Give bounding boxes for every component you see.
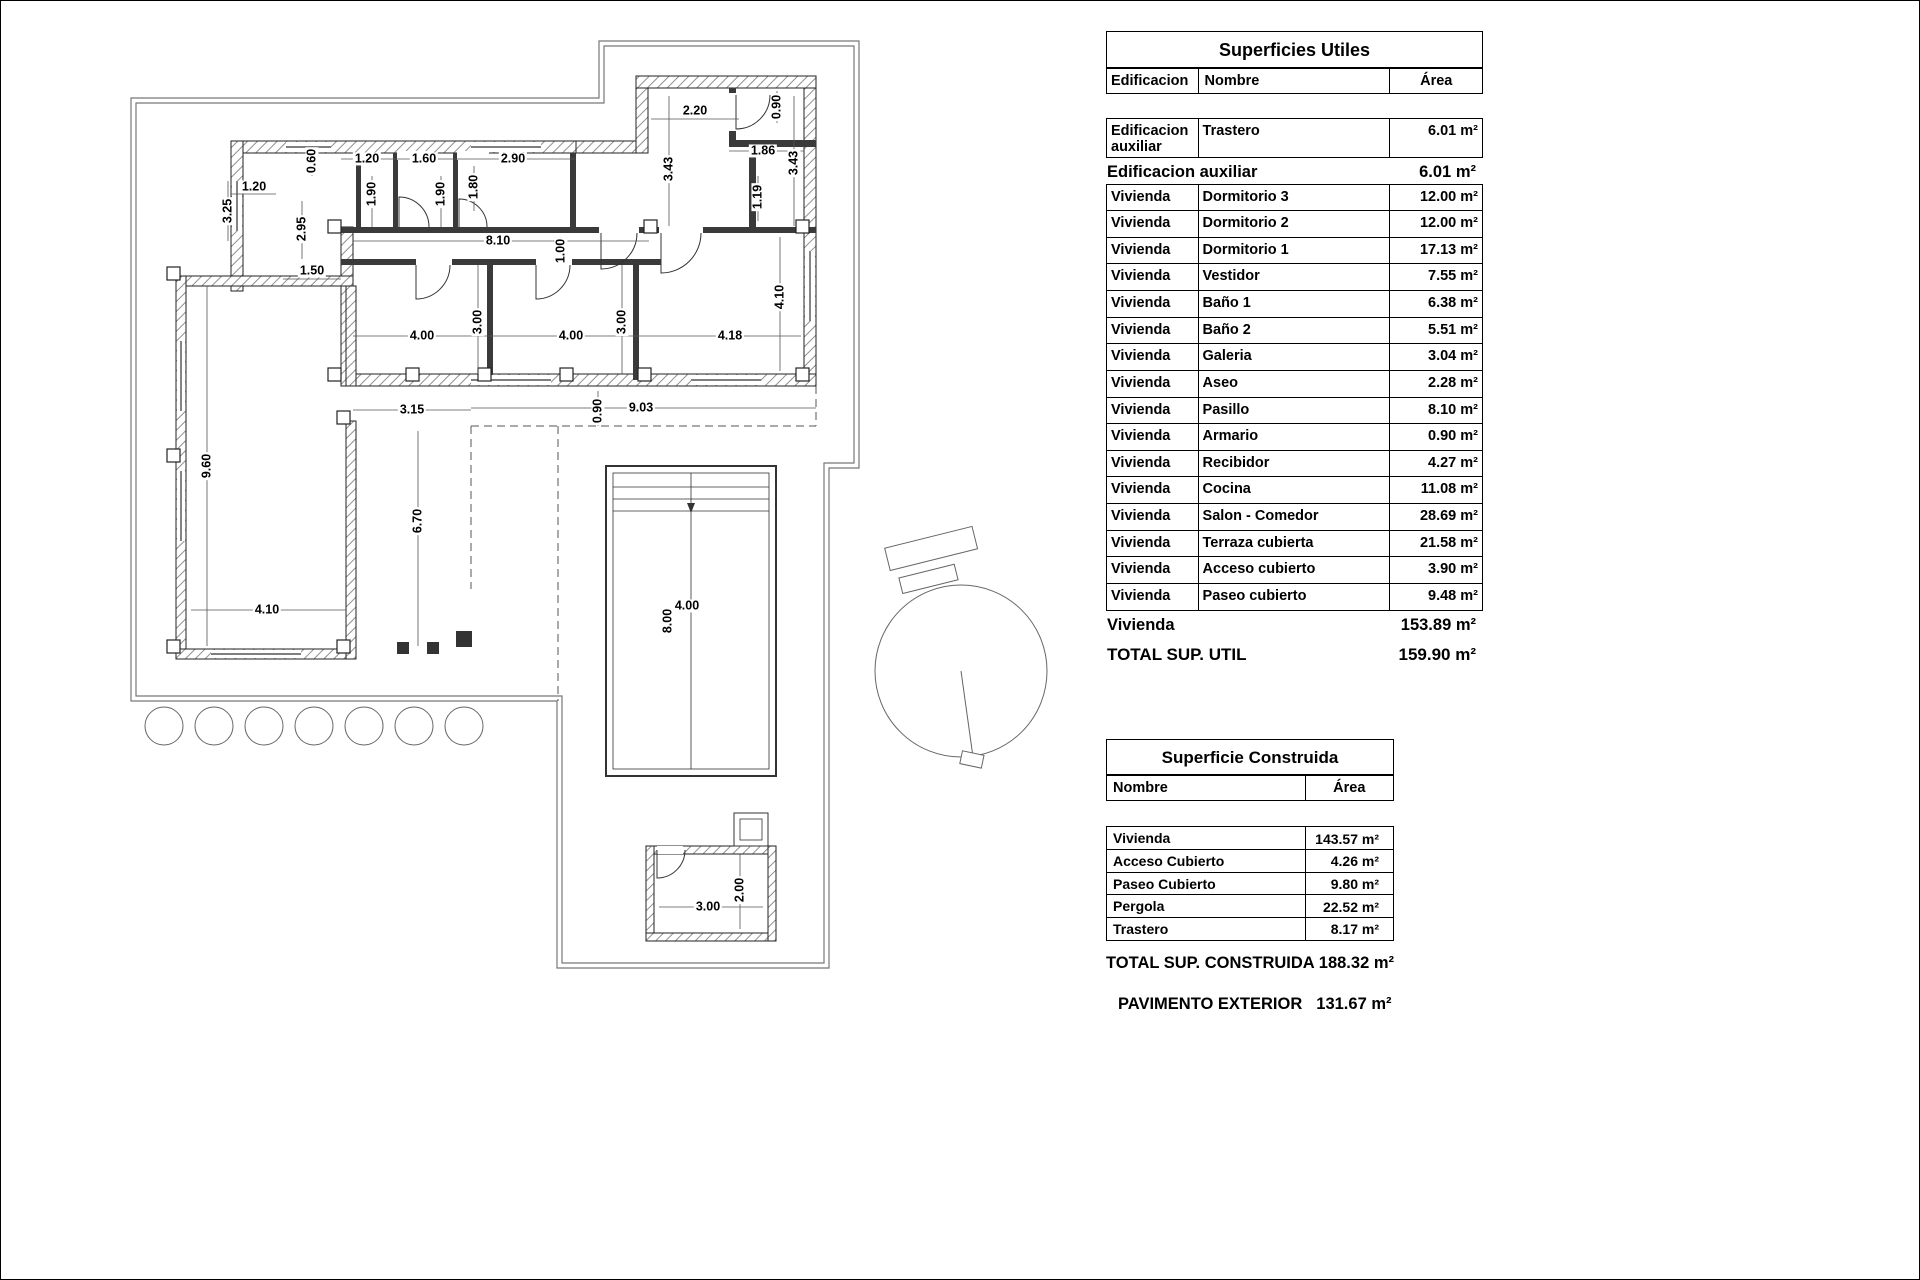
column-header-nombre: Nombre [1199,68,1391,94]
outbuilding [645,812,777,942]
columns [166,219,810,654]
column-header-area: Área [1333,780,1366,797]
dashed-lines [470,386,817,701]
column-header-area: Área [1420,73,1453,90]
floor-plan-drawing [130,40,1048,969]
superficies-utiles-table: Superficies Utiles Edificacion Nombre Ár… [1106,31,1483,668]
table-title-superficies-utiles: Superficies Utiles [1106,31,1483,69]
pool [605,465,777,777]
pavimento-exterior-label: PAVIMENTO EXTERIOR [1118,995,1303,1013]
table-gap [1106,94,1483,119]
windows [177,142,815,658]
pavimento-exterior-area: 131.67 m² [1316,995,1392,1013]
table-title-superficie-construida: Superficie Construida [1106,739,1394,776]
table-gap [1106,801,1394,827]
pavimento-exterior-row: PAVIMENTO EXTERIOR 131.67 m² [1118,995,1392,1014]
porch-pillars [397,631,472,654]
superficies-utiles-header-row: Edificacion Nombre Área [1106,67,1483,95]
total-construida-area: 188.32 m² [1318,953,1394,972]
superficie-construida-table: Superficie Construida Nombre Área Vivien… [1106,739,1394,973]
tree [874,525,1048,769]
doors [398,94,771,300]
total-construida-label: TOTAL SUP. CONSTRUIDA [1106,953,1315,972]
column-header-edificacion: Edificacion [1107,68,1199,94]
superficie-construida-header-row: Nombre Área [1106,774,1394,802]
shrub-row [144,706,484,746]
total-construida-row: TOTAL SUP. CONSTRUIDA 188.32 m² [1106,954,1394,973]
column-header-nombre: Nombre [1107,775,1306,801]
property-boundary [130,40,860,969]
